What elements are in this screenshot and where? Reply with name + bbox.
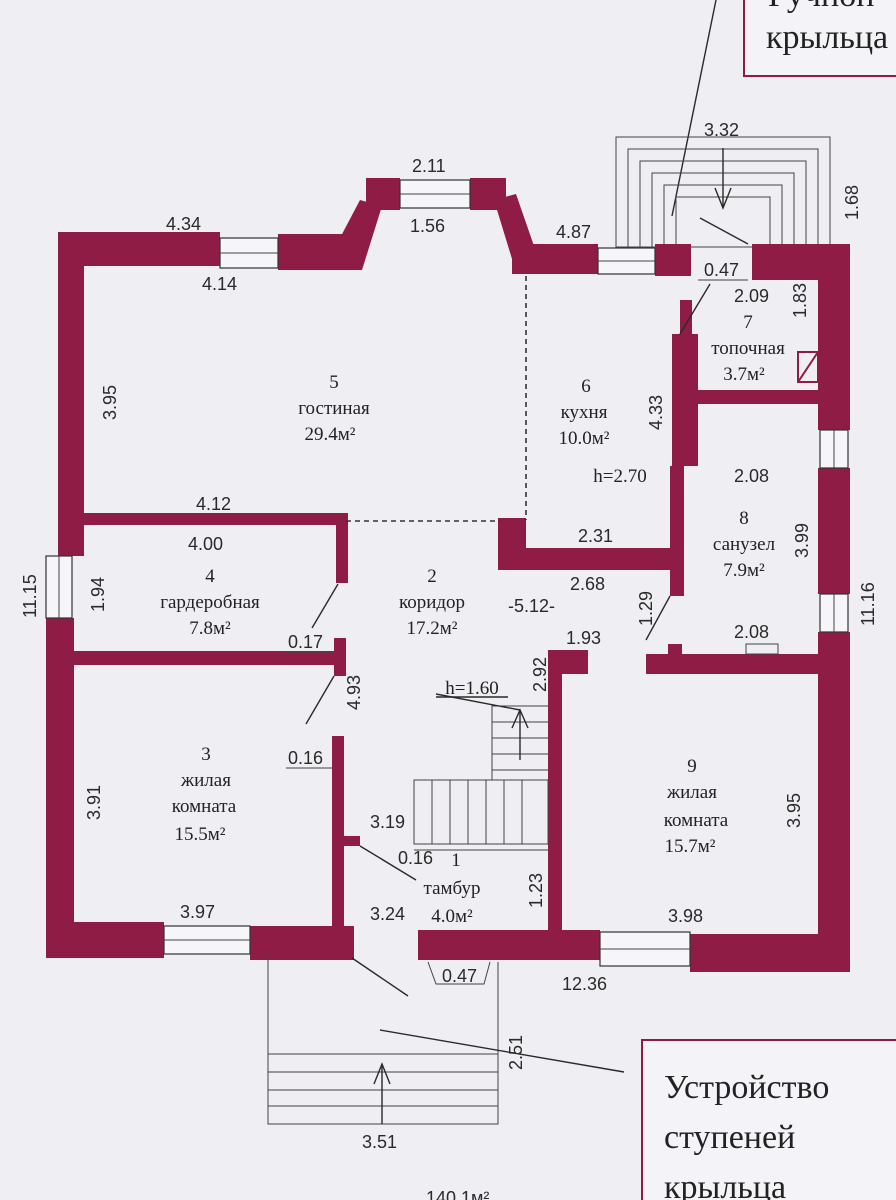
room-3-name-line1: жилая [180,770,231,791]
stair-height: h=1.60 [445,678,498,699]
dim-11-16: 11.16 [858,582,878,626]
dim-3-98: 3.98 [668,906,703,926]
porch-note-top-line2: крыльца [766,19,888,56]
door-swings [305,276,819,997]
dim-4-12: 4.12 [196,494,231,514]
porch-note-bottom-line3: крыльца [664,1169,786,1200]
dim-2-68: 2.68 [570,574,605,594]
room-1-number: 1 [451,850,461,871]
dim-2-51: 2.51 [506,1035,526,1070]
room-1-area: 4.0м² [431,906,473,927]
dim-3-24: 3.24 [370,904,405,924]
room-4-number: 4 [205,566,215,587]
windows [45,179,849,967]
room-7-number: 7 [743,312,753,333]
room-2-area: 17.2м² [407,618,458,639]
dim-1-93: 1.93 [566,628,601,648]
dim-3-51: 3.51 [362,1132,397,1152]
dimension-labels: 3.32 1.68 2.11 1.56 4.34 4.14 4.87 0.47 … [20,120,878,1152]
dim-0-47-bottom: 0.47 [442,966,477,986]
dim-12-36: 12.36 [562,974,607,994]
room-3-name-line2: комната [172,796,237,817]
room-9-name-line2: комната [664,810,729,831]
room-2-name: коридор [399,592,465,613]
dim-4-93: 4.93 [344,675,364,710]
room-5-area: 29.4м² [305,424,356,445]
dim-3-19: 3.19 [370,812,405,832]
dim-2-11: 2.11 [412,156,446,176]
total-area-footer: 140.1м² [426,1188,489,1200]
dim-3-95-left: 3.95 [100,385,120,420]
room-5-name: гостиная [298,398,370,419]
room-7-area: 3.7м² [723,364,765,385]
entrance-steps [267,958,625,1125]
dim-1-56: 1.56 [410,216,445,236]
room-labels: 5 гостиная 29.4м² 6 кухня 10.0м² h=2.70 … [160,312,785,927]
dim-1-94: 1.94 [88,577,108,612]
dim-1-23: 1.23 [526,873,546,908]
porch-note-bottom-line2: ступеней [664,1119,795,1156]
dim-2-31: 2.31 [578,526,613,546]
room-8-name: санузел [713,534,776,555]
dim-3-97: 3.97 [180,902,215,922]
dim-0-47-top: 0.47 [704,260,739,280]
dim-2-92: 2.92 [530,657,550,692]
porch-note-top-line1: Ручнон [768,0,874,14]
dim-1-83: 1.83 [790,283,810,318]
dim-3-32: 3.32 [704,120,739,140]
room-2-number: 2 [427,566,437,587]
room-3-number: 3 [201,744,211,765]
room-4-area: 7.8м² [189,618,231,639]
dim-3-99: 3.99 [792,523,812,558]
top-porch-steps [615,136,831,248]
room-5-number: 5 [329,372,339,393]
room-7-name: топочная [711,338,785,359]
room-6-height: h=2.70 [593,466,646,487]
room-1-name: тамбур [424,878,481,899]
dim-3-91: 3.91 [84,785,104,820]
dim-4-33: 4.33 [646,395,666,430]
porch-note-box-bottom [641,1039,896,1200]
dim-4-14: 4.14 [202,274,237,294]
dim-5-12: -5.12- [508,596,555,616]
porch-note-bottom-line1: Устройство [664,1069,829,1106]
room-6-area: 10.0м² [559,428,610,449]
dim-0-16-stair: 0.16 [398,848,433,868]
room-9-name-line1: жилая [666,782,717,803]
room-8-area: 7.9м² [723,560,765,581]
dim-4-87: 4.87 [556,222,591,242]
dim-4-00: 4.00 [188,534,223,554]
room-9-area: 15.7м² [665,836,716,857]
room-6-number: 6 [581,376,591,397]
dim-0-17: 0.17 [288,632,323,652]
leader-line-top [671,0,717,217]
room-8-number: 8 [739,508,749,529]
dim-2-09: 2.09 [734,286,769,306]
room-9-number: 9 [687,756,697,777]
interior-staircase [413,693,549,851]
room-4-name: гардеробная [160,592,260,613]
room-3-area: 15.5м² [175,824,226,845]
dim-3-95-right: 3.95 [784,793,804,828]
dim-2-08-top: 2.08 [734,466,769,486]
dim-4-34: 4.34 [166,214,201,234]
porch-note-box-top [743,0,896,77]
dim-0-16-left: 0.16 [288,748,323,768]
dim-2-08-bottom: 2.08 [734,622,769,642]
dim-11-15: 11.15 [20,574,40,618]
walls [46,178,850,972]
room-6-name: кухня [561,402,608,423]
dim-1-29: 1.29 [636,591,656,626]
dim-1-68: 1.68 [842,185,862,220]
